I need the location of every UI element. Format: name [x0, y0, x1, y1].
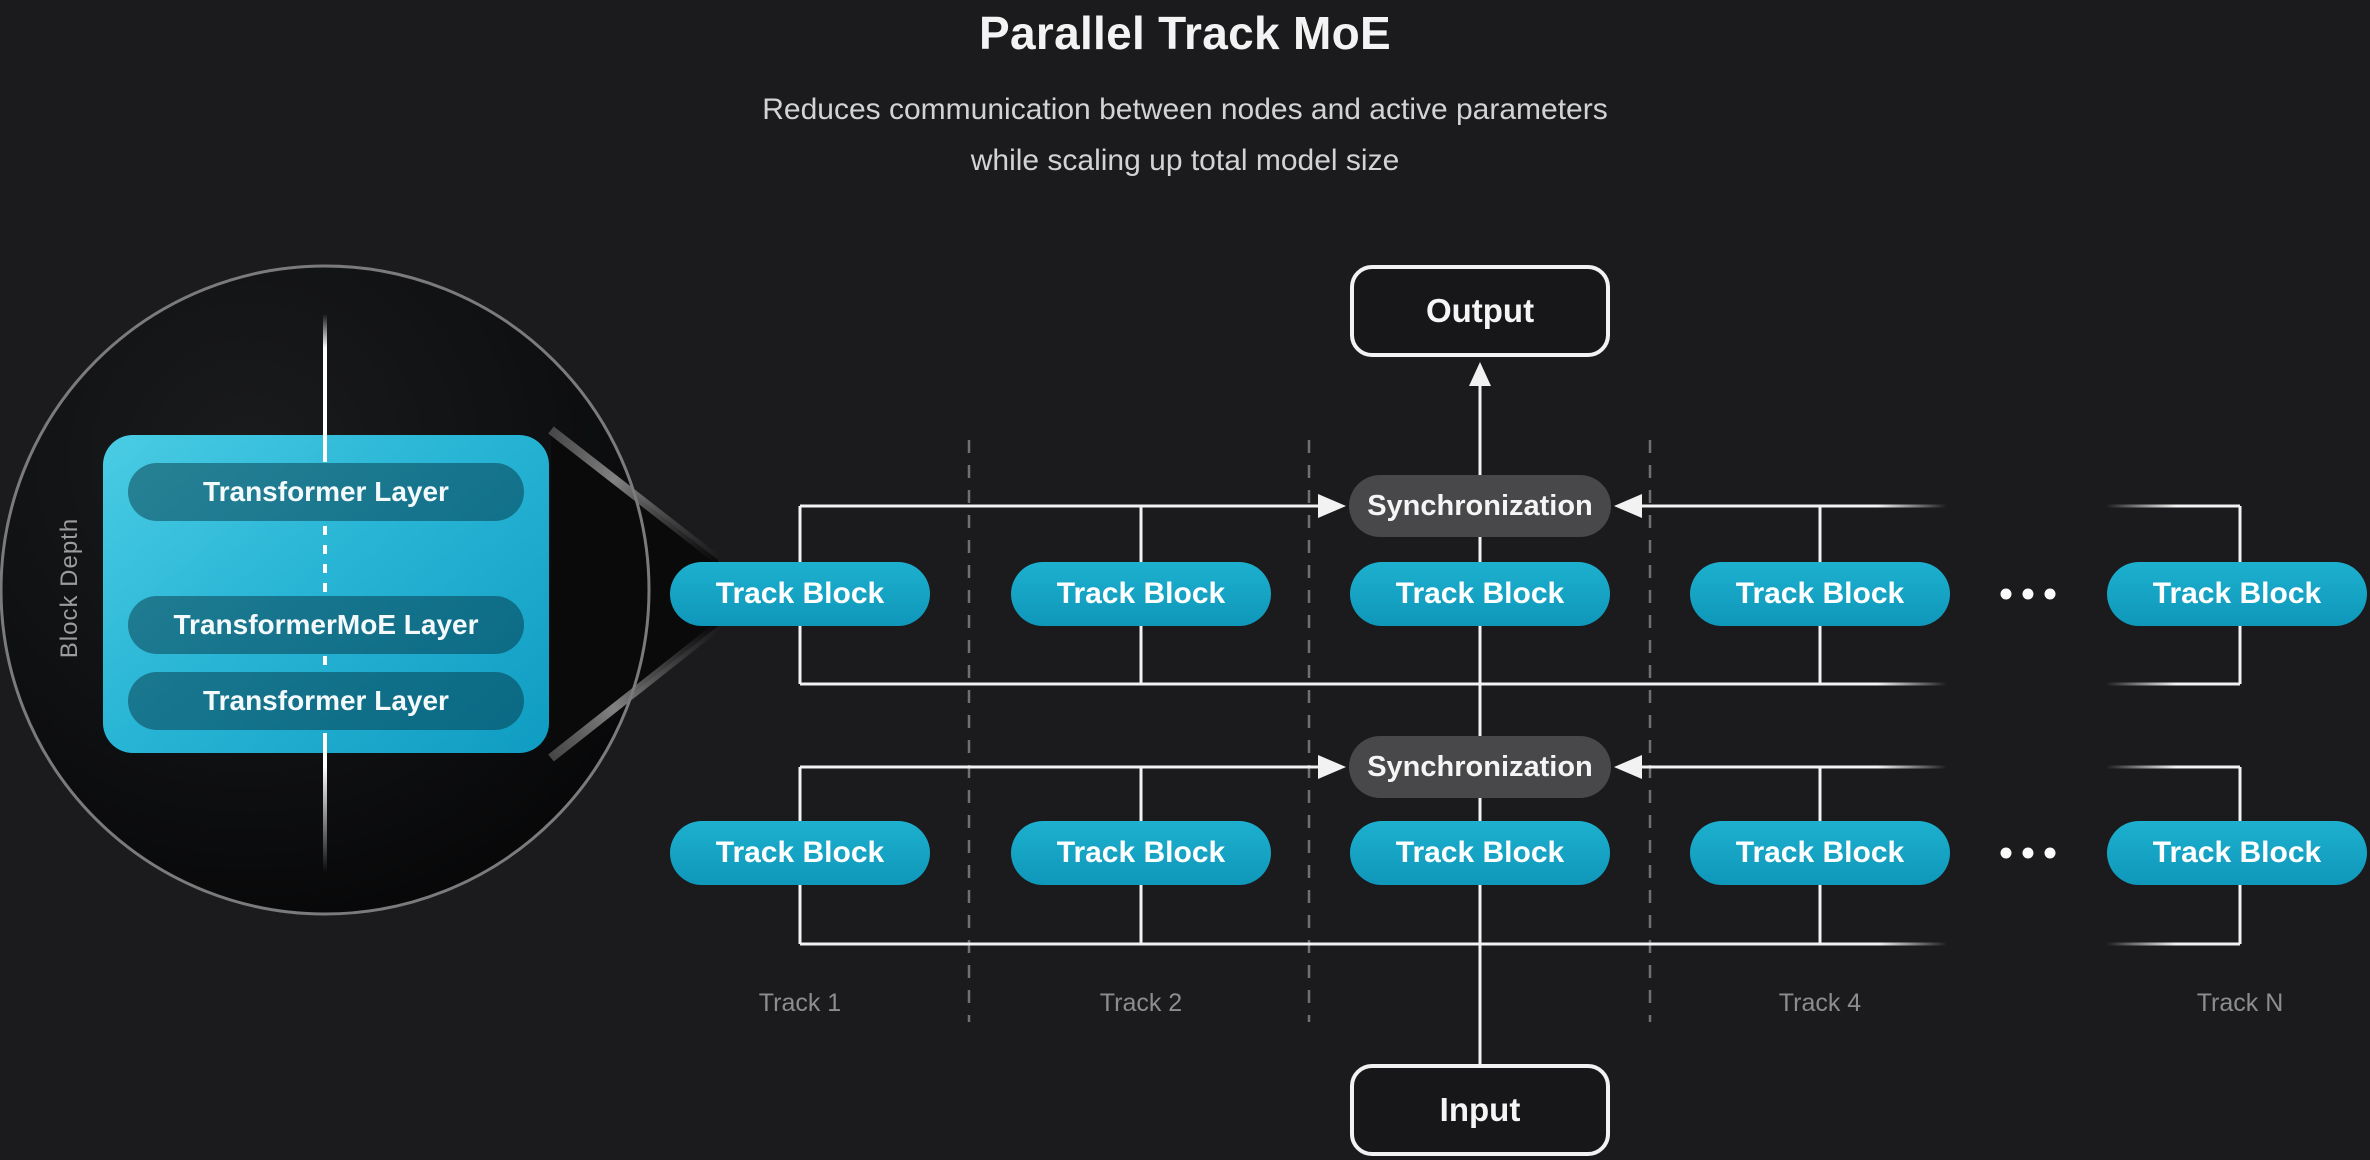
- track-block: Track Block: [1011, 821, 1271, 885]
- arrow-up-icon: [1469, 362, 1491, 386]
- transformer-moe-layer-pill: TransformerMoE Layer: [128, 596, 524, 654]
- track-label: Track 2: [1099, 989, 1183, 1017]
- block-depth-axis-label: Block Depth: [56, 517, 83, 659]
- input-box: Input: [1350, 1064, 1610, 1156]
- track-block: Track Block: [670, 821, 930, 885]
- header: Parallel Track MoE Reduces communication…: [0, 6, 2370, 186]
- arrow-left-icon: [1614, 755, 1642, 779]
- page-title: Parallel Track MoE: [979, 7, 1391, 59]
- synchronization-pill: Synchronization: [1349, 736, 1611, 798]
- subtitle-line-2: while scaling up total model size: [970, 144, 1400, 177]
- track-label: Track 4: [1778, 989, 1862, 1017]
- track-block: Track Block: [1690, 821, 1950, 885]
- zoom-detail-card: Transformer Layer TransformerMoE Layer T…: [103, 435, 549, 753]
- arrow-right-icon: [1318, 494, 1346, 518]
- output-box: Output: [1350, 265, 1610, 357]
- track-block: Track Block: [1350, 562, 1610, 626]
- transformer-layer-pill: Transformer Layer: [128, 672, 524, 730]
- ellipsis-icon: [2000, 588, 2056, 859]
- arrow-left-icon: [1614, 494, 1642, 518]
- track-label: Track N: [2196, 989, 2284, 1017]
- track-block: Track Block: [2107, 821, 2367, 885]
- subtitle: Reduces communication between nodes and …: [0, 84, 2370, 186]
- arrow-right-icon: [1318, 755, 1346, 779]
- track-block: Track Block: [1690, 562, 1950, 626]
- synchronization-pill: Synchronization: [1349, 475, 1611, 537]
- transformer-layer-pill: Transformer Layer: [128, 463, 524, 521]
- track-block: Track Block: [1350, 821, 1610, 885]
- track-block: Track Block: [2107, 562, 2367, 626]
- track-block: Track Block: [1011, 562, 1271, 626]
- track-label: Track 1: [758, 989, 842, 1017]
- subtitle-line-1: Reduces communication between nodes and …: [762, 93, 1608, 126]
- track-block: Track Block: [670, 562, 930, 626]
